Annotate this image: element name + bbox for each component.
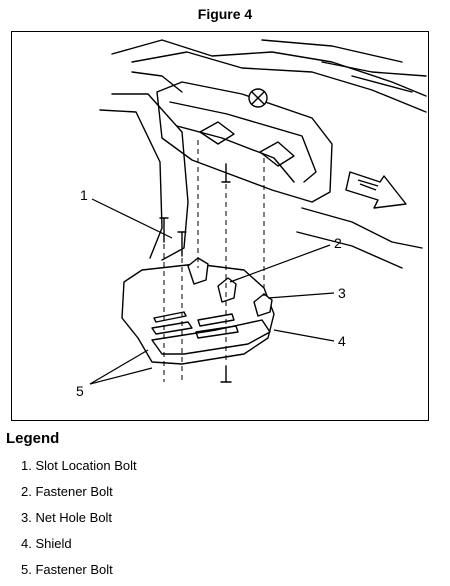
shield-slot [151, 321, 193, 335]
callout-3: 3 [338, 285, 346, 301]
legend-item: 4. Shield [21, 536, 72, 551]
body-outline-line [321, 61, 427, 77]
shield-slot [153, 311, 187, 323]
lower-member-line [301, 207, 423, 249]
front-arrow-hatch [357, 179, 379, 191]
callout-1: 1 [80, 187, 88, 203]
crossmember-bracket [156, 81, 333, 203]
body-outline-line [351, 75, 413, 93]
leader-line-5b [89, 367, 153, 385]
figure-illustration: 1 2 3 4 5 [11, 31, 429, 421]
body-outline-line [111, 39, 427, 97]
leader-line-4 [273, 329, 335, 342]
legend-item: 3. Net Hole Bolt [21, 510, 113, 525]
shield-tab [253, 293, 273, 317]
bolt-icon [177, 231, 187, 257]
frame-rail [111, 93, 189, 261]
bracket-hole [199, 121, 235, 145]
leader-line-5a [89, 349, 149, 385]
bolt-icon [159, 217, 169, 243]
body-outline-line [261, 39, 403, 63]
leader-line-1 [91, 198, 173, 239]
bolt-icon [220, 365, 232, 383]
frame-rail [99, 109, 163, 259]
shield-tab [187, 257, 209, 285]
bracket-hole [259, 141, 295, 167]
legend-item: 5. Fastener Bolt [21, 562, 113, 577]
callout-5: 5 [76, 383, 84, 399]
bolt-icon [221, 163, 231, 183]
leader-line-3 [267, 292, 335, 299]
callout-2: 2 [334, 235, 342, 251]
legend-list: 1. Slot Location Bolt 2. Fastener Bolt 3… [21, 456, 137, 586]
legend-title: Legend [6, 430, 60, 447]
lower-member-line [296, 231, 403, 269]
legend-item: 2. Fastener Bolt [21, 484, 113, 499]
leader-line-2 [229, 244, 331, 283]
shield-tab [217, 277, 237, 303]
figure-title: Figure 4 [197, 6, 253, 22]
frame-rail [131, 71, 183, 93]
mount-nut-detail [251, 91, 265, 105]
shield-slot [195, 325, 239, 339]
shield-assembly-drawing: 1 2 3 4 5 [76, 39, 427, 399]
callout-4: 4 [338, 333, 346, 349]
body-outline-line [131, 51, 427, 113]
shield-slot [197, 313, 235, 327]
legend-item: 1. Slot Location Bolt [21, 458, 137, 473]
bracket-detail-line [169, 101, 317, 183]
